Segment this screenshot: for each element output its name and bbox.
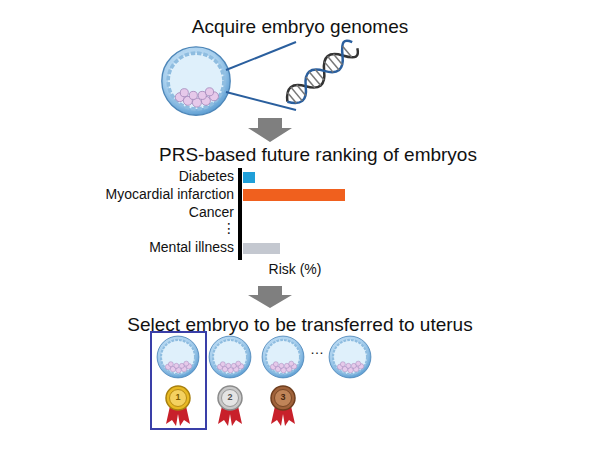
embryo-icon [262,336,304,378]
medal [271,386,295,426]
step-heading: PRS-based future ranking of embryos [159,145,477,166]
axis-label: Myocardial infarction [106,187,234,202]
axis-label: Cancer [189,205,234,220]
medal [166,386,190,426]
axis-label: Mental illness [149,240,234,255]
ellipsis: ⋮ [222,221,236,236]
embryo-icon [157,336,199,378]
step-heading: Acquire embryo genomes [192,17,409,38]
medal-number: 2 [227,393,232,403]
leader-line [226,92,296,110]
axis-title: Risk (%) [269,262,322,277]
embryo-icon [209,336,251,378]
selection-frame [151,332,206,429]
risk-bar [243,172,255,183]
dna-icon [281,38,361,109]
leader-line [226,42,296,70]
risk-bar [243,189,345,201]
axis-label: Diabetes [179,169,234,184]
medal-number: 3 [280,393,285,403]
embryo-icon [162,47,230,115]
flow-arrow [248,118,292,142]
embryo-icon [329,336,371,378]
medal-number: 1 [175,393,180,403]
step-heading: Select embryo to be transferred to uteru… [127,315,472,336]
chart-axis [238,168,242,260]
flow-arrow [248,286,292,308]
medal [218,386,242,426]
ellipsis: … [310,342,324,357]
risk-bar [243,243,280,254]
